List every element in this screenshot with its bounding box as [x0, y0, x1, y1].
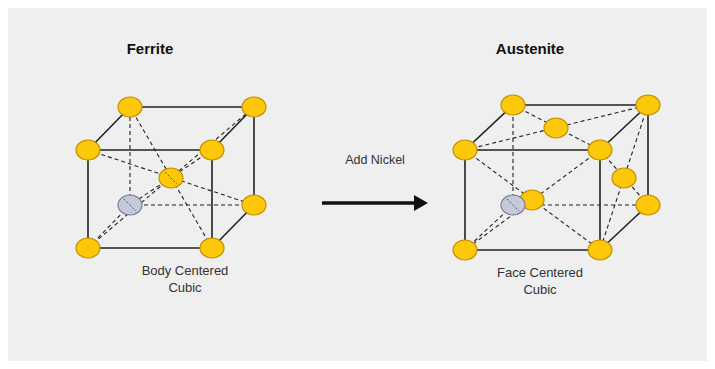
bcc-cube — [76, 97, 266, 258]
lattice-caption: Face Centered Cubic — [480, 264, 600, 298]
crystal-cell: FerriteBody Centered Cubic — [70, 30, 320, 320]
arrow-label: Add Nickel — [340, 152, 410, 168]
process-arrow — [322, 195, 428, 211]
lattice-caption: Body Centered Cubic — [125, 262, 245, 296]
fcc-cube — [453, 95, 660, 260]
background-panel — [8, 8, 707, 361]
crystal-cell: AusteniteFace Centered Cubic — [430, 30, 680, 320]
phase-title: Austenite — [480, 40, 580, 57]
phase-title: Ferrite — [100, 40, 200, 57]
